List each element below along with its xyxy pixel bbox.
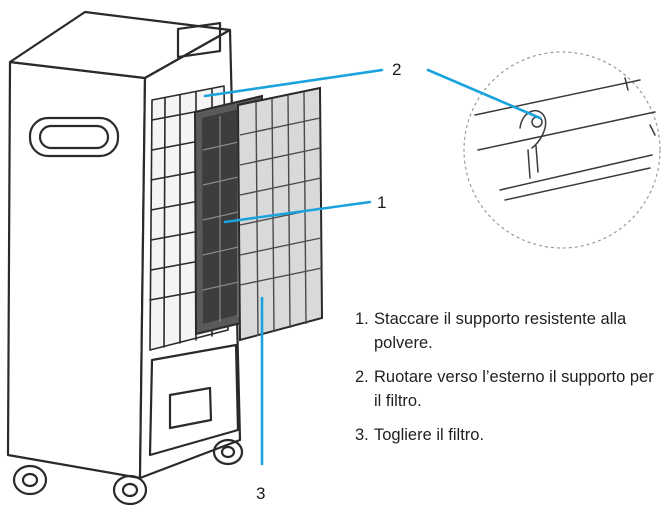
step-item: 3. Togliere il filtro. [355, 423, 660, 447]
filter-holder-hinge-detail [463, 51, 661, 249]
leader-line-2-detail [426, 68, 542, 120]
callout-3: 3 [256, 484, 266, 503]
leader-line-1 [223, 200, 372, 224]
callout-2: 2 [392, 60, 402, 79]
leader-lines [203, 68, 542, 466]
step-text: Ruotare verso l’esterno il supporto per … [374, 368, 654, 410]
step-text: Staccare il supporto resistente alla pol… [374, 310, 627, 352]
callout-1: 1 [377, 193, 387, 212]
step-number: 2. [355, 368, 369, 386]
step-number: 3. [355, 426, 369, 444]
step-number: 1. [355, 310, 369, 328]
step-item: 2. Ruotare verso l’esterno il supporto p… [355, 365, 660, 413]
step-text: Togliere il filtro. [374, 426, 485, 444]
leader-line-2 [203, 68, 384, 98]
step-item: 1. Staccare il supporto resistente alla … [355, 307, 660, 355]
instruction-steps: 1. Staccare il supporto resistente alla … [355, 307, 660, 457]
